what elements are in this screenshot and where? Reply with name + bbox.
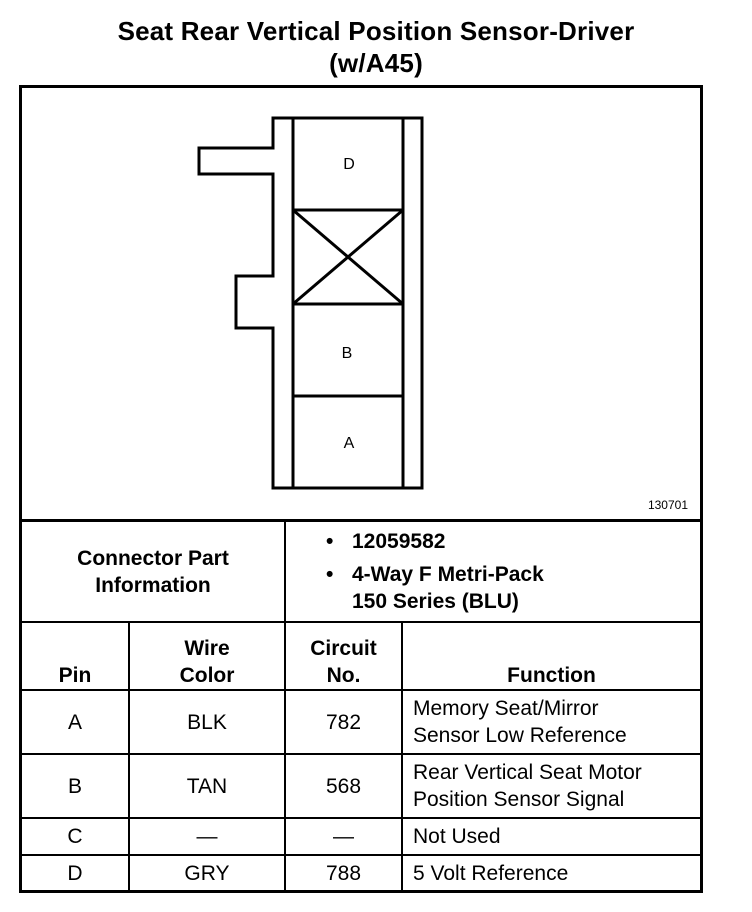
connector-part-number: • 12059582 (326, 530, 446, 553)
cavity-label-a: A (344, 435, 355, 452)
connector-type: • 4-Way F Metri-Pack 150 Series (BLU) (326, 563, 544, 613)
pin-cell: B (22, 753, 130, 819)
function-cell: Rear Vertical Seat Motor Position Sensor… (401, 753, 700, 819)
connector-info-label: Connector Part Information (22, 519, 286, 623)
cavity-label-b: B (342, 345, 353, 362)
circuit-cell: 788 (284, 854, 403, 891)
header-circuit: Circuit No. (284, 621, 403, 691)
table-header-row: Pin Wire Color Circuit No. Function (22, 621, 700, 691)
table-row: D GRY 788 5 Volt Reference (22, 854, 700, 891)
pinout-table: Connector Part Information • 12059582 • … (22, 519, 700, 891)
wire-color-cell: — (128, 817, 286, 856)
table-row: B TAN 568 Rear Vertical Seat Motor Posit… (22, 753, 700, 819)
header-wire-color: Wire Color (128, 621, 286, 691)
wire-color-cell: BLK (128, 689, 286, 755)
connector-info-row: Connector Part Information • 12059582 • … (22, 519, 700, 623)
connector-frame: D B A 130701 Connector Part Information … (19, 85, 703, 893)
pin-cell: A (22, 689, 130, 755)
cavity-label-d: D (343, 156, 355, 173)
circuit-cell: 782 (284, 689, 403, 755)
connector-body-outline (197, 116, 424, 490)
connector-diagram: D B A 130701 (22, 88, 700, 522)
function-cell: Not Used (401, 817, 700, 856)
header-function: Function (401, 621, 700, 691)
function-cell: 5 Volt Reference (401, 854, 700, 891)
diagram-id: 130701 (647, 498, 688, 512)
pin-cell: D (22, 854, 130, 891)
function-cell: Memory Seat/Mirror Sensor Low Reference (401, 689, 700, 755)
connector-drawing: D B A (197, 116, 424, 490)
cavity-c-cross-2 (292, 208, 404, 306)
connector-info-details: • 12059582 • 4-Way F Metri-Pack 150 Seri… (284, 519, 700, 623)
cavity-c-box (291, 208, 405, 306)
pin-cell: C (22, 817, 130, 856)
circuit-cell: 568 (284, 753, 403, 819)
table-row: C — — Not Used (22, 817, 700, 856)
page-subtitle: (w/A45) (329, 48, 423, 78)
circuit-cell: — (284, 817, 403, 856)
table-row: A BLK 782 Memory Seat/Mirror Sensor Low … (22, 689, 700, 755)
wire-color-cell: TAN (128, 753, 286, 819)
header-pin: Pin (22, 621, 130, 691)
page-title: Seat Rear Vertical Position Sensor-Drive… (117, 16, 635, 46)
wire-color-cell: GRY (128, 854, 286, 891)
